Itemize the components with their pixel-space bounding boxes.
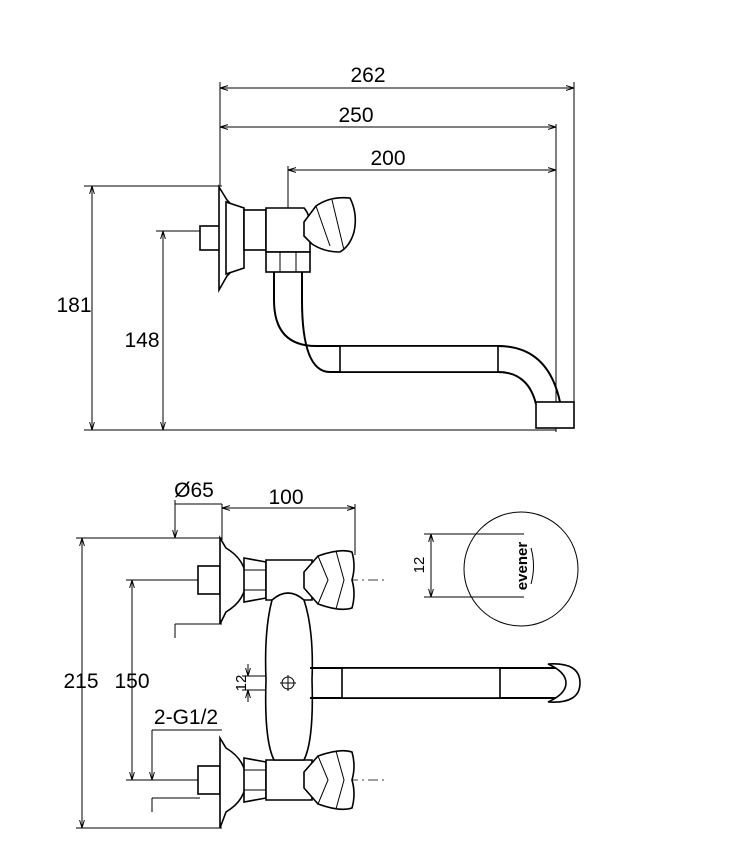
- dim-center-distance: 150: [114, 670, 149, 693]
- dim-logo-height: 12: [411, 557, 428, 574]
- logo-cap-circle: [463, 511, 579, 627]
- dim-flange-diameter: Ø65: [174, 479, 214, 502]
- dim-body-to-spout: 200: [370, 147, 405, 170]
- logo-detail: 12 evener: [411, 511, 579, 627]
- dim-spout-diameter: 12: [233, 675, 250, 692]
- front-view: Ø65 100 215 150 2-G1/2 12: [63, 479, 581, 829]
- dim-connection-thread: 2-G1/2: [154, 706, 218, 729]
- dim-overall-height: 181: [56, 294, 91, 317]
- side-view: 262 250 200 181 148: [56, 64, 575, 432]
- faucet-side-drawing: [199, 184, 575, 429]
- faucet-front-drawing: [197, 535, 581, 829]
- brand-logo-text: evener: [514, 542, 531, 591]
- dim-outlet-height: 148: [124, 329, 159, 352]
- dim-overall-height: 215: [63, 670, 98, 693]
- dim-spout-reach: 250: [338, 104, 373, 127]
- dim-overall-width: 262: [350, 64, 385, 87]
- dim-handle-projection: 100: [268, 486, 303, 509]
